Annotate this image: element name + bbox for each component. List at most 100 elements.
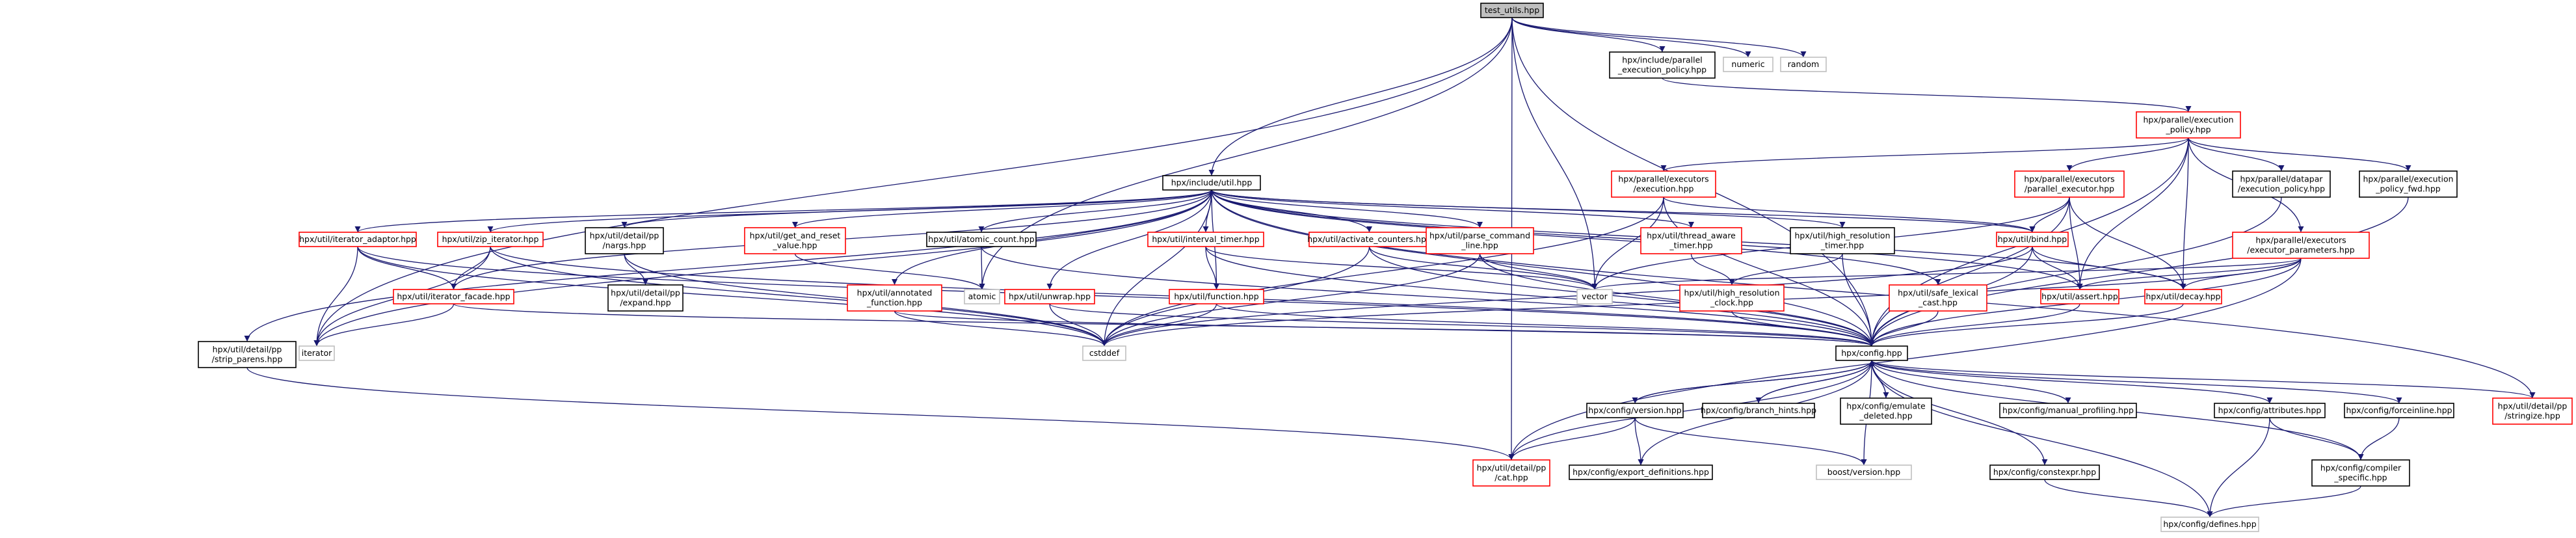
node-atomic_count[interactable]: hpx/util/atomic_count.hpp xyxy=(926,232,1037,247)
node-hires_timer[interactable]: hpx/util/high_resolution_timer.hpp xyxy=(1790,227,1895,254)
node-label-function-line-0: hpx/util/function.hpp xyxy=(1174,291,1258,301)
node-random: random xyxy=(1780,57,1827,72)
edge-attributes-to-defines xyxy=(2207,417,2270,518)
node-par_pol[interactable]: hpx/include/parallel_execution_policy.hp… xyxy=(1609,51,1716,79)
edge-constexpr-to-defines xyxy=(2044,479,2213,518)
node-label-random-line-0: random xyxy=(1788,59,1819,69)
node-box-cat xyxy=(1472,459,1550,487)
node-box-attributes xyxy=(2214,403,2326,418)
edge-test_utils-to-par_pol xyxy=(1511,17,1666,53)
edge-branch_hints-to-config xyxy=(1758,360,1875,404)
node-annotated[interactable]: hpx/util/annotated_function.hpp xyxy=(847,284,942,312)
edge-iter_facade-to-iterator xyxy=(313,303,455,347)
node-execution[interactable]: hpx/parallel/executors/execution.hpp xyxy=(1611,170,1716,198)
node-safe_lexical[interactable]: hpx/util/safe_lexical_cast.hpp xyxy=(1889,284,1987,312)
node-label-par_exec-line-1: /parallel_executor.hpp xyxy=(2025,184,2114,194)
node-expand[interactable]: hpx/util/detail/pp/expand.hpp xyxy=(607,284,684,312)
node-activate[interactable]: hpx/util/activate_counters.hpp xyxy=(1307,232,1431,247)
edge-test_utils-to-include_util xyxy=(1208,17,1513,176)
edge-unwrap-to-cstddef xyxy=(1049,303,1108,347)
edge-include_util-to-safe_lexical xyxy=(1211,189,1941,286)
node-parse_cmd[interactable]: hpx/util/parse_command_line.hpp xyxy=(1426,227,1534,254)
node-strip_parens[interactable]: hpx/util/detail/pp/strip_parens.hpp xyxy=(198,341,297,368)
node-bind[interactable]: hpx/util/bind.hpp xyxy=(1996,232,2069,247)
node-exec_params[interactable]: hpx/parallel/executors/executor_paramete… xyxy=(2232,232,2370,259)
node-attributes[interactable]: hpx/config/attributes.hpp xyxy=(2214,403,2326,418)
edge-iter_adapt-to-iterator xyxy=(313,246,358,347)
edge-iter_adapt-to-iter_facade xyxy=(357,246,457,290)
node-constexpr[interactable]: hpx/config/constexpr.hpp xyxy=(1989,464,2100,480)
node-box-stringize xyxy=(2492,397,2573,425)
node-zip_iter[interactable]: hpx/util/zip_iterator.hpp xyxy=(437,232,544,247)
node-stringize[interactable]: hpx/util/detail/pp/stringize.hpp xyxy=(2492,397,2573,425)
node-label-hires_clock-line-1: _clock.hpp xyxy=(1710,298,1753,308)
node-assert[interactable]: hpx/util/assert.hpp xyxy=(2040,289,2119,304)
edge-get_reset-to-atomic xyxy=(794,253,985,290)
node-cat[interactable]: hpx/util/detail/pp/cat.hpp xyxy=(1472,459,1550,487)
edge-par_exec-to-decay xyxy=(2069,196,2186,290)
node-hires_clock[interactable]: hpx/util/high_resolution_clock.hpp xyxy=(1679,284,1785,312)
node-manual_profiling[interactable]: hpx/config/manual_profiling.hpp xyxy=(1999,403,2137,418)
node-emulate_deleted[interactable]: hpx/config/emulate_deleted.hpp xyxy=(1840,397,1932,425)
node-exec_pol[interactable]: hpx/parallel/execution_policy.hpp xyxy=(2136,111,2241,139)
node-box-strip_parens xyxy=(198,341,297,368)
edge-exec_pol-to-execution xyxy=(1660,137,2189,172)
edge-test_utils-to-vector xyxy=(1511,17,1598,290)
node-label-par_pol-line-0: hpx/include/parallel xyxy=(1622,55,1702,65)
edge-compiler_specific-to-defines xyxy=(2207,485,2361,518)
node-test_utils[interactable]: test_utils.hpp xyxy=(1480,3,1544,18)
node-branch_hints[interactable]: hpx/config/branch_hints.hpp xyxy=(1701,403,1816,418)
node-label-annotated-line-0: hpx/util/annotated xyxy=(857,288,933,298)
node-label-cstddef-line-0: cstddef xyxy=(1089,348,1120,358)
node-label-get_reset-line-1: _value.hpp xyxy=(772,241,817,250)
edge-function-to-config xyxy=(1215,303,1875,347)
node-label-constexpr-line-0: hpx/config/constexpr.hpp xyxy=(1993,467,2096,477)
edge-iter_adapt-to-config xyxy=(357,246,1875,347)
edge-internal_timer-to-vector xyxy=(1205,246,1598,290)
node-box-compiler_specific xyxy=(2311,459,2410,487)
node-pol_fwd[interactable]: hpx/parallel/execution_policy_fwd.hpp xyxy=(2359,170,2458,198)
node-function[interactable]: hpx/util/function.hpp xyxy=(1169,289,1264,304)
node-label-numeric-line-0: numeric xyxy=(1731,59,1764,69)
node-box-atomic_count xyxy=(926,232,1037,247)
edge-include_util-to-iterator xyxy=(313,189,1212,347)
node-box-emulate_deleted xyxy=(1840,397,1932,425)
edge-execution-to-vector xyxy=(1591,196,1664,290)
node-get_reset[interactable]: hpx/util/get_and_reset_value.hpp xyxy=(744,227,846,254)
edge-parse_cmd-to-vector xyxy=(1479,253,1598,290)
node-unwrap[interactable]: hpx/util/unwrap.hpp xyxy=(1004,289,1095,304)
edge-parse_cmd-to-cstddef xyxy=(1101,253,1481,347)
node-export_defs[interactable]: hpx/config/export_definitions.hpp xyxy=(1569,464,1713,480)
node-label-parse_cmd-line-0: hpx/util/parse_command xyxy=(1429,231,1530,241)
node-include_util[interactable]: hpx/include/util.hpp xyxy=(1162,175,1261,191)
node-box-exec_params xyxy=(2232,232,2370,259)
node-box-par_exec xyxy=(2014,170,2125,198)
edge-config-to-manual_profiling xyxy=(1871,360,2071,404)
edge-par_exec-to-assert xyxy=(2069,196,2083,290)
edge-execution-to-config xyxy=(1663,196,1875,347)
node-forceinline[interactable]: hpx/config/forceinline.hpp xyxy=(2344,403,2454,418)
node-box-defines xyxy=(2160,517,2259,532)
node-label-decay-line-0: hpx/util/decay.hpp xyxy=(2146,291,2221,301)
node-label-export_defs-line-0: hpx/config/export_definitions.hpp xyxy=(1573,467,1709,477)
edge-emulate_deleted-to-config xyxy=(1868,360,1887,399)
node-label-assert-line-0: hpx/util/assert.hpp xyxy=(2041,291,2118,301)
node-box-iterator xyxy=(299,345,335,361)
node-iter_adapt[interactable]: hpx/util/iterator_adaptor.hpp xyxy=(299,232,417,247)
node-config[interactable]: hpx/config.hpp xyxy=(1835,345,1908,361)
node-version[interactable]: hpx/config/version.hpp xyxy=(1586,403,1684,418)
edge-exec_params-to-vector xyxy=(1591,258,2302,290)
node-compiler_specific[interactable]: hpx/config/compiler_specific.hpp xyxy=(2311,459,2410,487)
edge-exec_pol-to-par_exec xyxy=(2066,137,2189,172)
node-label-bind-line-0: hpx/util/bind.hpp xyxy=(1998,234,2067,244)
node-internal_timer[interactable]: hpx/util/interval_timer.hpp xyxy=(1147,232,1264,247)
edge-exec_params-to-assert xyxy=(2077,258,2302,290)
edge-execution-to-cstddef xyxy=(1101,196,1664,347)
node-datapar[interactable]: hpx/parallel/datapar/execution_policy.hp… xyxy=(2232,170,2331,198)
node-decay[interactable]: hpx/util/decay.hpp xyxy=(2144,289,2222,304)
node-par_exec[interactable]: hpx/parallel/executors/parallel_executor… xyxy=(2014,170,2125,198)
node-nargs[interactable]: hpx/util/detail/pp/nargs.hpp xyxy=(585,227,664,254)
edge-nargs-to-expand xyxy=(624,253,649,286)
node-iter_facade[interactable]: hpx/util/iterator_facade.hpp xyxy=(393,289,514,304)
node-thread_aware[interactable]: hpx/util/thread_aware_timer.hpp xyxy=(1640,227,1742,254)
